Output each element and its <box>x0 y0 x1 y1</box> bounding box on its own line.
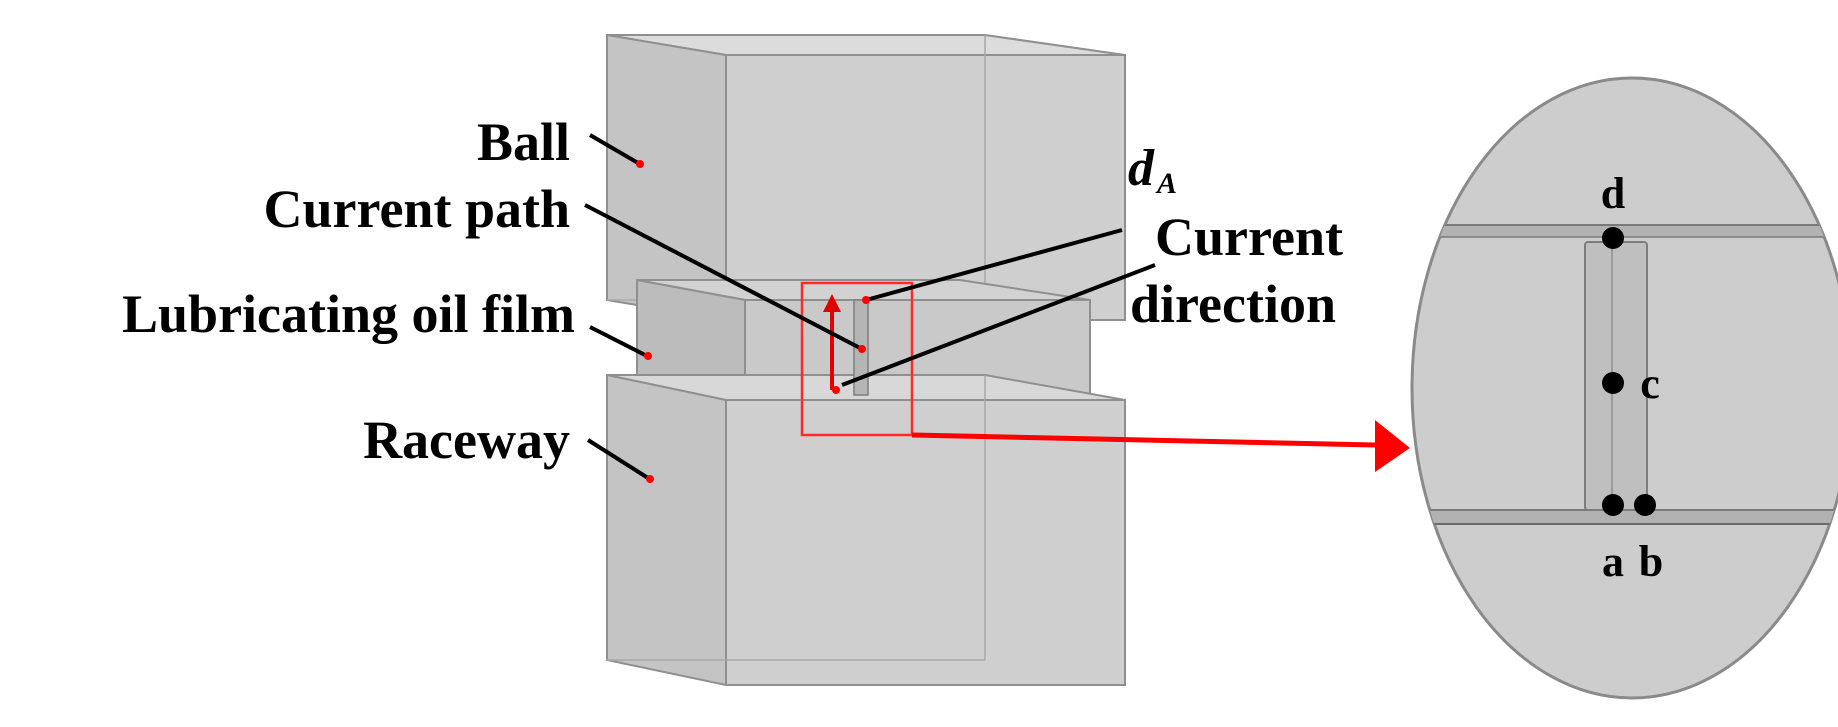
point-c-label: c <box>1640 359 1660 408</box>
oil-film-marker <box>644 352 652 360</box>
zoom-bottom-interface <box>1412 510 1838 524</box>
point-b-dot <box>1634 494 1656 516</box>
raceway-marker <box>646 475 654 483</box>
label-current-line1: Current <box>1155 207 1343 267</box>
zoom-leader-arrowhead <box>1375 420 1410 472</box>
raceway-front-face <box>725 399 1126 686</box>
labels: Ball Current path Lubricating oil film R… <box>122 112 1343 470</box>
zoom-leader-line <box>911 432 1376 448</box>
point-a-label: a <box>1602 537 1624 586</box>
point-d-label: d <box>1601 169 1625 218</box>
current-direction-arrow-head <box>823 294 841 312</box>
point-d-dot <box>1602 227 1624 249</box>
ball-left-face <box>606 33 727 322</box>
point-a-dot <box>1602 494 1624 516</box>
ball-marker <box>636 160 644 168</box>
da-leader <box>865 228 1123 302</box>
label-ball: Ball <box>477 112 570 172</box>
label-da: d A <box>1128 140 1177 200</box>
label-raceway: Raceway <box>363 410 570 470</box>
current-direction-marker <box>832 386 840 394</box>
da-marker <box>862 296 870 304</box>
raceway-leader <box>586 438 650 480</box>
current-direction-leader <box>841 263 1156 387</box>
current-path-marker <box>858 345 866 353</box>
label-current-line2: direction <box>1130 274 1336 334</box>
point-b-label: b <box>1639 537 1663 586</box>
label-current-path: Current path <box>263 179 570 239</box>
zoom-top-interface <box>1412 225 1838 237</box>
ball-front-face <box>725 54 1126 321</box>
label-da-main: d <box>1128 140 1155 197</box>
leader-lines <box>584 133 1156 480</box>
raceway-block <box>606 373 1126 687</box>
ball-leader <box>588 133 640 165</box>
point-c-dot <box>1602 372 1624 394</box>
ball-block <box>606 33 1126 322</box>
zoom-view: d c a b <box>1410 76 1838 700</box>
oil-film-leader <box>589 325 646 357</box>
leader-end-markers <box>636 160 870 483</box>
current-path-leader <box>584 203 861 350</box>
raceway-left-face <box>606 373 727 687</box>
label-lubricating-oil-film: Lubricating oil film <box>122 284 575 344</box>
label-da-subscript: A <box>1155 167 1177 200</box>
